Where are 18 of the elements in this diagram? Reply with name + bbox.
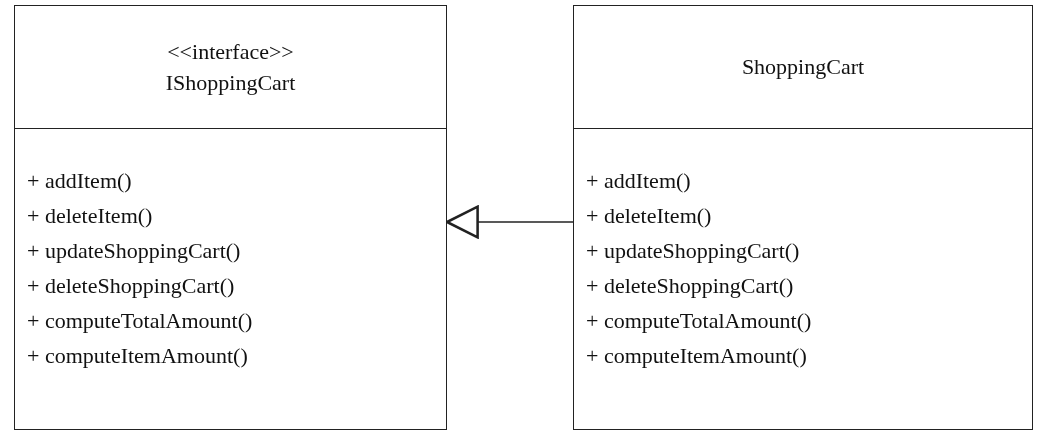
method-label: + computeTotalAmount() [27,307,253,335]
method-label: + updateShoppingCart() [27,237,241,265]
method-label: + deleteShoppingCart() [586,272,794,300]
class-box [573,5,1033,430]
method-label: + addItem() [586,167,691,195]
class-box [14,5,447,430]
realization-arrow [445,205,574,239]
method-label: + deleteItem() [27,202,153,230]
method-label: + deleteItem() [586,202,712,230]
method-label: + addItem() [27,167,132,195]
method-label: + computeTotalAmount() [586,307,812,335]
method-label: + updateShoppingCart() [586,237,800,265]
method-label: + computeItemAmount() [27,342,248,370]
stereotype-label: <<interface>> [167,37,294,65]
class-name: ShoppingCart [741,53,865,81]
method-label: + deleteShoppingCart() [27,272,235,300]
method-label: + computeItemAmount() [586,342,807,370]
class-name: IShoppingCart [165,69,296,97]
